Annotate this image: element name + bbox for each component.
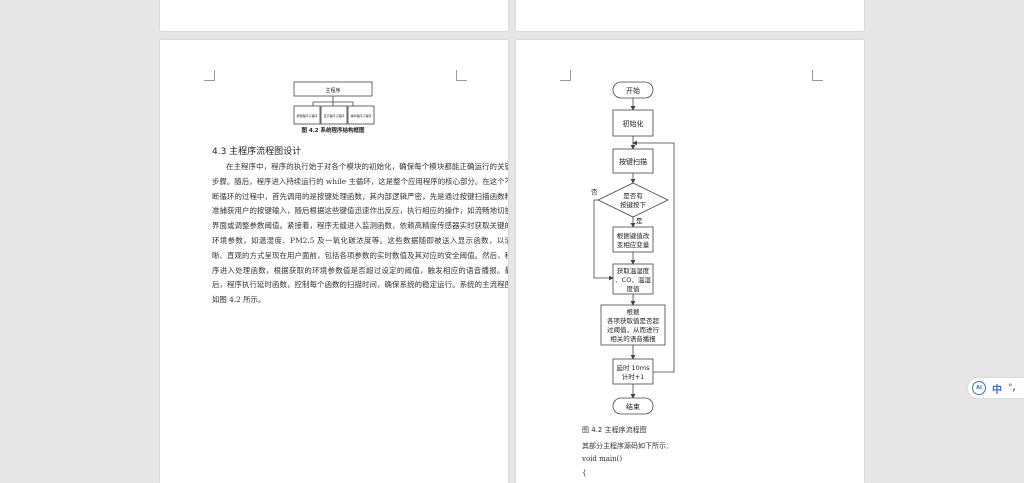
svg-text:、CO、温湿: 、CO、温湿 [615, 275, 651, 284]
svg-text:延时 10ms: 延时 10ms [616, 363, 650, 372]
flow-delay [612, 358, 654, 385]
flow-handle [612, 226, 654, 253]
body-paragraph: 在主程序中，程序的执行始于对各个模块的初始化，确保每个模块都能正确运行的关键步骤… [212, 162, 508, 305]
program-structure-diagram: 主程序 按键程序子程序 显示程序子程序 蜂鸣程序子程序 图 4.2 系统程序结构… [293, 81, 375, 134]
svg-text:根据键值改: 根据键值改 [617, 231, 650, 240]
diagram-root-label: 主程序 [325, 87, 340, 94]
flow-judge [600, 304, 666, 346]
svg-text:获取温湿度: 获取温湿度 [617, 266, 650, 275]
svg-text:变相应变量: 变相应变量 [617, 240, 650, 249]
svg-text:过阈值，从而进行: 过阈值，从而进行 [607, 325, 660, 334]
page-top-left [160, 0, 508, 31]
flow-init [612, 109, 654, 137]
flow-decision [597, 182, 669, 218]
main-flowchart: 开始 初始化 按键扫描 是否有 按键按下 否 是 根据键值改 变相应变量 获取温… [591, 81, 675, 415]
diagram-child-label: 显示程序子程序 [323, 113, 344, 118]
diagram-child-label: 蜂鸣程序子程序 [350, 113, 371, 118]
svg-text:相关的语音播报: 相关的语音播报 [610, 334, 656, 343]
section-heading: 4.3 主程序流程图设计 [212, 147, 302, 157]
margin-mark [812, 70, 823, 81]
ai-assistant-icon[interactable]: AI [972, 381, 986, 395]
language-switch-button[interactable]: 中 [992, 384, 1002, 396]
flowchart-caption: 图 4.2 主程序流程图 [582, 426, 647, 434]
svg-text:度值: 度值 [627, 284, 641, 293]
code-line: { [582, 469, 587, 477]
svg-text:按键按下: 按键按下 [620, 200, 647, 209]
page-top-right [516, 0, 864, 31]
margin-mark [204, 70, 215, 81]
diagram-child-label: 按键程序子程序 [296, 113, 317, 118]
flow-sense [612, 263, 654, 295]
svg-text:各项获取值是否超: 各项获取值是否超 [607, 316, 660, 325]
floating-toolbar[interactable]: AI 中 °, [968, 378, 1024, 398]
code-line: void main() [582, 455, 623, 463]
flow-end [612, 397, 654, 415]
svg-text:计时+1: 计时+1 [622, 372, 645, 381]
diagram-caption: 图 4.2 系统程序结构框图 [301, 126, 365, 134]
flow-yes-label: 是 [636, 217, 643, 225]
margin-mark [560, 70, 571, 81]
svg-text:根据: 根据 [627, 307, 641, 316]
svg-text:初始化: 初始化 [623, 119, 644, 128]
svg-text:开始: 开始 [626, 86, 640, 95]
page-left: 主程序 按键程序子程序 显示程序子程序 蜂鸣程序子程序 图 4.2 系统程序结构… [160, 40, 508, 483]
page-right: 开始 初始化 按键扫描 是否有 按键按下 否 是 根据键值改 变相应变量 获取温… [516, 40, 864, 483]
svg-text:是否有: 是否有 [623, 191, 643, 200]
text-line: 其部分主程序源码如下所示： [582, 442, 673, 450]
flow-no-label: 否 [591, 188, 598, 196]
margin-mark [456, 70, 467, 81]
svg-text:结束: 结束 [626, 402, 640, 411]
svg-text:按键扫描: 按键扫描 [619, 157, 647, 166]
more-options-icon[interactable]: °, [1008, 383, 1016, 393]
